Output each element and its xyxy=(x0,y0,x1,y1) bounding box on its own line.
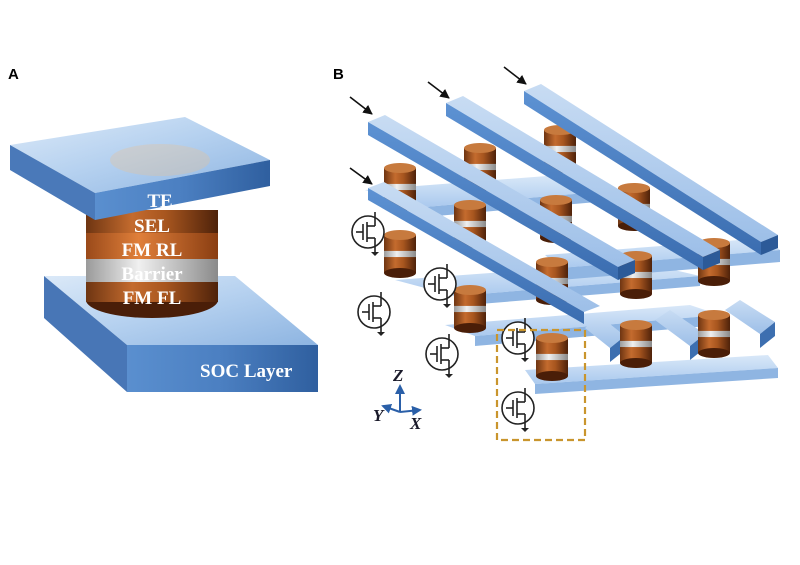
panel-a-label: A xyxy=(8,66,19,83)
mtj-pillar-small xyxy=(620,320,652,368)
soc-layer-label: SOC Layer xyxy=(200,361,293,382)
axis-z-label: Z xyxy=(392,366,403,385)
mtj-pillar-small xyxy=(698,310,730,358)
bit-line-4 xyxy=(368,182,600,324)
panel-b: B xyxy=(333,66,780,442)
te-slab: TE xyxy=(10,117,270,220)
sel-label: SEL xyxy=(134,216,170,237)
transistor-icon xyxy=(501,388,535,432)
arrow-icon xyxy=(503,66,527,85)
bit-line-2 xyxy=(446,96,720,270)
bit-line-1 xyxy=(368,115,635,280)
bit-line-3 xyxy=(524,84,778,255)
barrier-label: Barrier xyxy=(121,264,183,285)
panel-b-label: B xyxy=(333,66,344,83)
transistor-icon xyxy=(351,212,385,256)
panel-a: A SOC Layer FM FL Barrier FM RL SEL T xyxy=(8,66,318,392)
axis-x-label: X xyxy=(409,414,422,433)
top-electrodes xyxy=(368,84,778,324)
unit-cell-highlight xyxy=(495,328,587,442)
transistor-icon xyxy=(357,292,391,336)
fm-rl-label: FM RL xyxy=(122,240,183,261)
input-arrows xyxy=(349,66,527,185)
arrow-icon xyxy=(349,96,373,115)
mtj-pillar-small xyxy=(536,333,568,381)
arrow-icon xyxy=(427,81,450,99)
mtj-pillar-small xyxy=(620,251,652,299)
mtj-pillar: FM FL Barrier FM RL SEL xyxy=(86,210,218,318)
axis-indicator: Z Y X xyxy=(373,366,422,433)
transistor-icon xyxy=(423,264,457,308)
mtj-pillar-small xyxy=(454,285,486,333)
te-label: TE xyxy=(147,191,172,212)
arrow-icon xyxy=(349,167,373,185)
fm-fl-label: FM FL xyxy=(123,288,182,309)
transistor-icon xyxy=(425,334,459,378)
axis-y-label: Y xyxy=(373,406,385,425)
mtj-pillar-small xyxy=(384,230,416,278)
